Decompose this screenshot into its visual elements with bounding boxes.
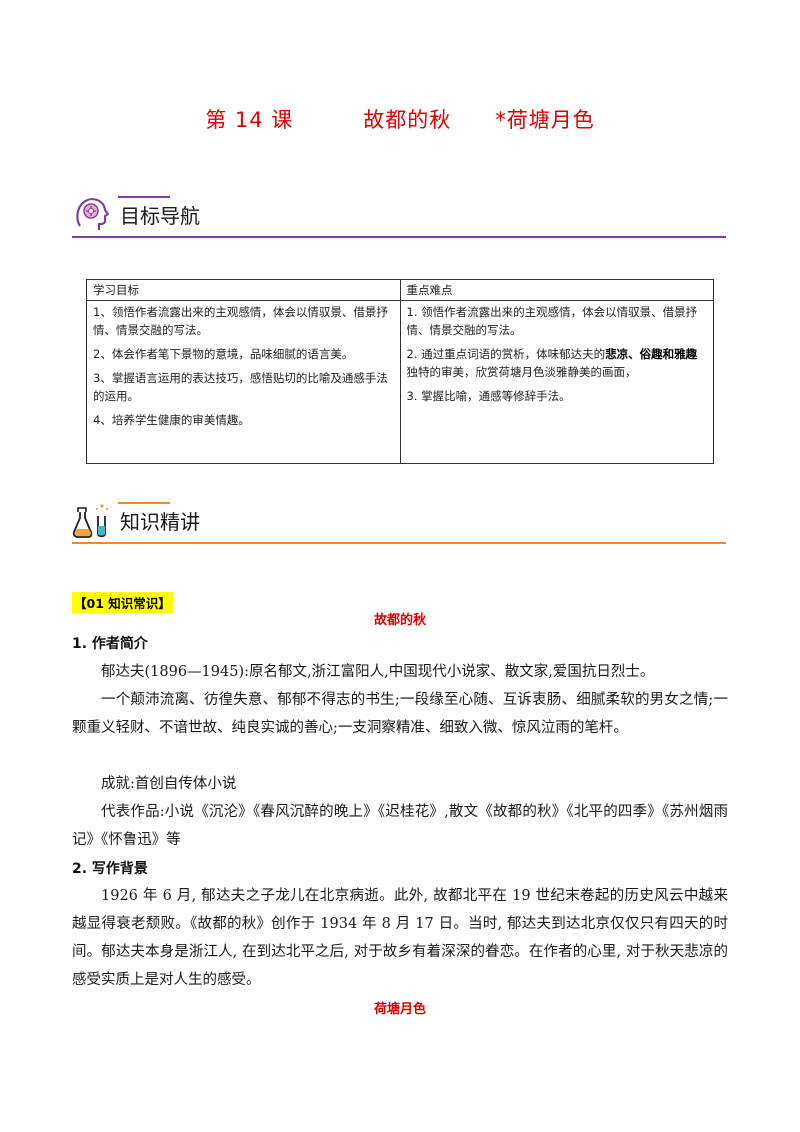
- header-accent-line: [118, 196, 170, 198]
- heading-background: 2. 写作背景: [72, 861, 148, 877]
- lab-flask-icon: [72, 504, 108, 538]
- goals-table: 学习目标 重点难点 1、领悟作者流露出来的主观感情，体会以情驭景、借景抒情、情景…: [86, 279, 714, 464]
- table-row: 1、领悟作者流露出来的主观感情，体会以情驭景、借景抒情、情景交融的写法。 2、体…: [86, 300, 714, 464]
- paragraph: 一个颠沛流离、彷徨失意、郁郁不得志的书生;一段缘至心随、互诉衷肠、细腻柔软的男女…: [72, 692, 728, 736]
- goal-item: 4、培养学生健康的审美情趣。: [93, 413, 250, 427]
- table-header-cell: 重点难点: [399, 279, 714, 301]
- knowledge-tag: 【01 知识常识】: [72, 592, 173, 613]
- table-header-cell: 学习目标: [86, 279, 401, 301]
- lesson-title-1: 故都的秋: [363, 108, 452, 132]
- paragraph: 1926 年 6 月, 郁达夫之子龙儿在北京病逝。此外, 故都北平在 19 世纪…: [72, 888, 728, 988]
- header-accent-line: [118, 502, 170, 504]
- paragraph: 郁达夫(1896—1945):原名郁文,浙江富阳人,中国现代小说家、散文家,爱国…: [101, 664, 655, 680]
- keypoint-item: 2. 通过重点词语的赏析，体味郁达夫的悲凉、俗趣和雅趣独特的审美，欣赏荷塘月色淡…: [407, 345, 708, 381]
- paragraph: 成就:首创自传体小说: [101, 776, 237, 792]
- keypoint-bold-text: 悲凉、俗趣和雅趣: [605, 347, 698, 361]
- table-cell-keypoints: 1. 领悟作者流露出来的主观感情，体会以情驭景、借景抒情、情景交融的写法。 2.…: [399, 300, 714, 464]
- paragraph: 代表作品:小说《沉沦》《春风沉醉的晚上》《迟桂花》,散文《故都的秋》《北平的四季…: [72, 804, 728, 848]
- subsection-title: 故都的秋: [373, 613, 426, 628]
- section-header-goals: 目标导航: [72, 192, 726, 238]
- keypoint-item: 3. 掌握比喻，通感等修辞手法。: [406, 389, 571, 403]
- lesson-title: 第 14 课 故都的秋 *荷塘月色: [0, 104, 800, 134]
- section-header-knowledge: 知识精讲: [72, 498, 726, 544]
- heading-author: 1. 作者简介: [72, 636, 148, 652]
- table-cell-goals: 1、领悟作者流露出来的主观感情，体会以情驭景、借景抒情、情景交融的写法。 2、体…: [86, 300, 401, 464]
- section-label: 目标导航: [120, 204, 200, 228]
- keypoint-text: 独特的审美，欣赏荷塘月色淡雅静美的画面，: [406, 365, 637, 379]
- section-divider: [72, 236, 726, 238]
- section-divider: [72, 542, 726, 544]
- brain-head-icon: [76, 198, 110, 230]
- keypoint-text: 2. 通过重点词语的赏析，体味郁达夫的: [406, 347, 606, 361]
- goal-item: 2、体会作者笔下景物的意境，品味细腻的语言美。: [93, 347, 354, 361]
- section-label: 知识精讲: [120, 510, 200, 534]
- lesson-title-2: *荷塘月色: [495, 108, 595, 132]
- subsection-title: 荷塘月色: [373, 1002, 426, 1017]
- goal-item: 3、掌握语言运用的表达技巧，感悟贴切的比喻及通感手法的运用。: [93, 371, 388, 403]
- goal-item: 1、领悟作者流露出来的主观感情，体会以情驭景、借景抒情、情景交融的写法。: [93, 305, 388, 337]
- table-header-row: 学习目标 重点难点: [86, 279, 714, 301]
- keypoint-item: 1. 领悟作者流露出来的主观感情，体会以情驭景、借景抒情、情景交融的写法。: [406, 305, 698, 337]
- lesson-number: 第 14 课: [205, 108, 294, 132]
